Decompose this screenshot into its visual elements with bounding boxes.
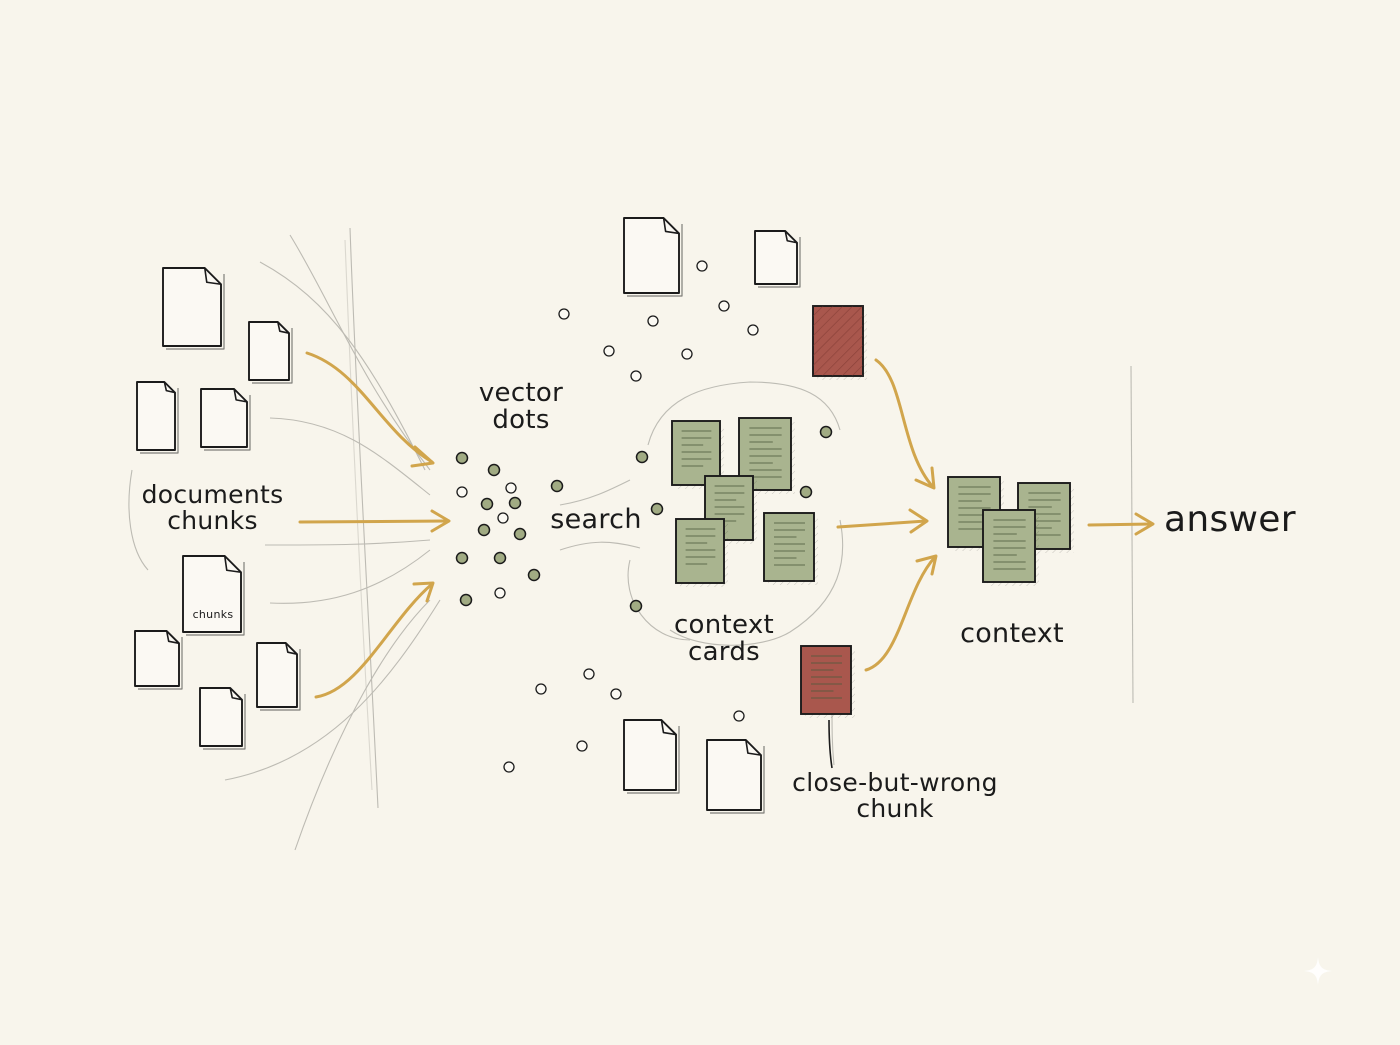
label-line: chunks (167, 506, 258, 536)
vector-dots-group (455, 260, 833, 773)
vector-dot-icon (494, 587, 506, 599)
context-cards-group (671, 417, 818, 587)
label-line: documents (141, 480, 284, 509)
vector-dot-icon (550, 479, 564, 493)
vector-dot-icon (799, 485, 813, 499)
label-line: cards (687, 637, 760, 668)
vector-dot-icon (477, 523, 491, 537)
vector-dot-icon (508, 496, 522, 510)
document-icon (199, 687, 246, 750)
arrow-icon (874, 358, 935, 489)
vector-dot-icon (647, 315, 659, 327)
vector-dot-icon (505, 482, 517, 494)
label-line: context (960, 618, 1064, 649)
document-icon (136, 381, 179, 454)
arrow-icon (836, 519, 928, 529)
document-icon (200, 388, 251, 451)
document-icon (248, 321, 293, 384)
document-icon (162, 267, 225, 350)
document-icon (623, 719, 680, 794)
arrow-icon (305, 351, 434, 464)
vector-dot-icon (535, 683, 547, 695)
vector-dot-icon (487, 463, 501, 477)
vector-dot-icon (747, 324, 759, 336)
label-line: close-but-wrong (792, 768, 998, 797)
vector-dot-icon (558, 308, 570, 320)
vector-dot-icon (497, 512, 509, 524)
label-line: vector (478, 378, 564, 408)
answer-label: answer (1164, 501, 1314, 539)
vector-dot-icon (456, 486, 468, 498)
vector-dot-icon (455, 451, 469, 465)
vector-dot-icon (603, 345, 615, 357)
context-cards-label: context cards (660, 610, 788, 668)
vector-dots-label: vector dots (462, 378, 580, 436)
vector-dot-icon (635, 450, 649, 464)
arrow-icon (314, 582, 434, 699)
leader-line (828, 719, 833, 769)
vector-dot-icon (610, 688, 622, 700)
label-line: chunks (192, 608, 234, 621)
vector-dot-icon (527, 568, 541, 582)
vector-dot-icon (455, 551, 469, 565)
close-but-wrong-label: close-but-wrong chunk (780, 768, 1010, 824)
documents-chunks-label: documents chunks (130, 480, 295, 536)
context-label: context (950, 618, 1074, 649)
arrow-icon (1087, 522, 1154, 527)
context-card-icon (982, 509, 1039, 586)
context-card-icon (704, 475, 757, 544)
document-icon (623, 217, 683, 297)
vector-dot-icon (576, 740, 588, 752)
final-context-group (947, 476, 1074, 586)
doc-tag-label: chunks (182, 609, 244, 621)
label-line: chunk (856, 794, 934, 824)
vector-dot-icon (459, 593, 473, 607)
document-icon (182, 555, 245, 636)
vector-dot-icon (696, 260, 708, 272)
label-line: dots (492, 405, 550, 436)
arrow-icon (298, 519, 450, 524)
vector-dot-icon (503, 761, 515, 773)
document-icon (754, 230, 801, 288)
vector-dot-icon (583, 668, 595, 680)
wrong-chunk-icon (812, 305, 867, 380)
flow-arrows (298, 351, 1155, 699)
document-icon (706, 739, 765, 814)
wrong-chunk-icon (800, 645, 855, 718)
sparkle-icon (1304, 957, 1332, 985)
vector-dot-icon (630, 370, 642, 382)
vector-dot-icon (819, 425, 833, 439)
vector-dot-icon (718, 300, 730, 312)
vector-dot-icon (733, 710, 745, 722)
vector-dot-icon (650, 502, 664, 516)
label-line: search (550, 504, 642, 535)
arrow-icon (864, 555, 937, 672)
context-card-icon (675, 518, 728, 587)
vector-dot-icon (480, 497, 494, 511)
context-card-icon (671, 420, 724, 489)
label-line: answer (1164, 499, 1296, 540)
vector-dot-icon (493, 551, 507, 565)
wrong-chunks-group (800, 305, 867, 718)
context-card-icon (763, 512, 818, 585)
vector-dot-icon (681, 348, 693, 360)
document-icon (134, 630, 183, 690)
vector-dot-icon (629, 599, 643, 613)
search-label: search (543, 504, 649, 535)
vector-dot-icon (513, 527, 527, 541)
document-icon (256, 642, 301, 711)
document-chunks-group (134, 217, 801, 814)
pencil-lines (128, 227, 1134, 851)
label-line: context (673, 610, 775, 640)
